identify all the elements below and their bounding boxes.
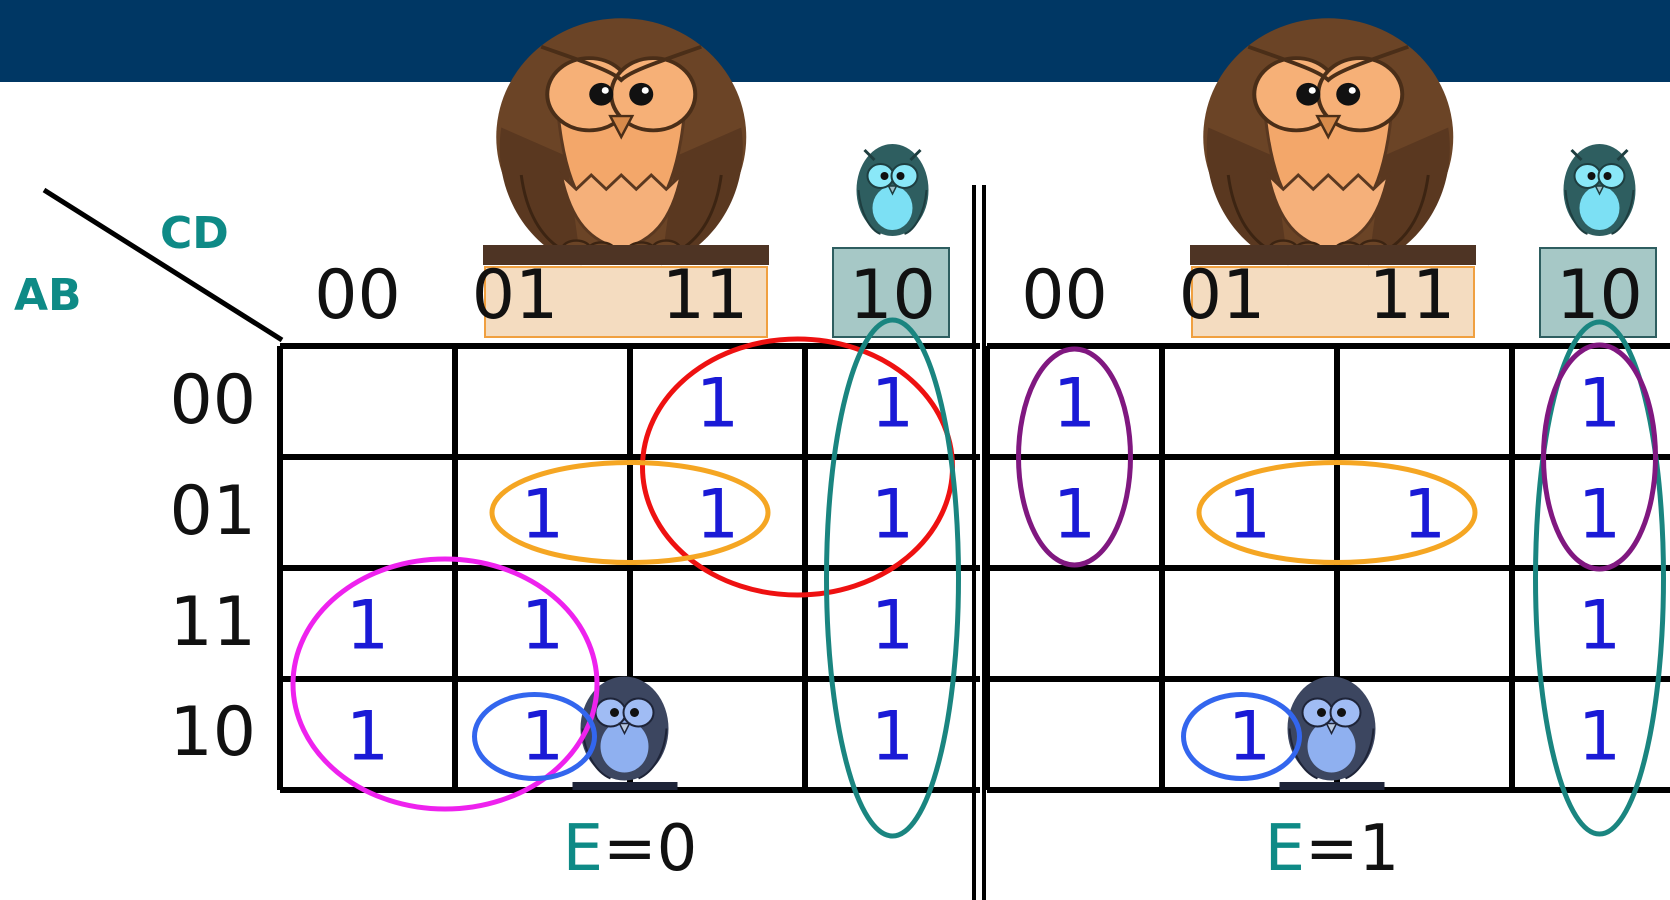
cell-value-r1c1-map1: 1 [1228,476,1271,555]
col-header-01-map0: 01 [472,256,559,335]
col-header-00-map0: 00 [314,256,401,335]
cell-value-r2c3-map1: 1 [1578,587,1621,666]
cell-value-r1c2-map1: 1 [1403,476,1446,555]
cell-value-r1c3-map0: 1 [871,476,914,555]
row-header-11: 11 [169,583,256,662]
blue-owl-perch-1 [1280,782,1385,790]
col-header-01-map1: 01 [1179,256,1266,335]
cell-value-r2c0-map0: 1 [346,587,389,666]
cell-value-r0c3-map1: 1 [1578,365,1621,444]
blue-owl-perch-0 [573,782,678,790]
cell-value-r3c0-map0: 1 [346,698,389,777]
cell-value-r3c3-map0: 1 [871,698,914,777]
big-owl-icon-1 [1203,18,1453,265]
cell-value-r0c2-map0: 1 [696,365,739,444]
row-header-10: 10 [169,693,256,772]
loop-magenta-map0 [293,559,597,809]
cell-value-r2c3-map0: 1 [871,587,914,666]
cell-value-r1c2-map0: 1 [696,476,739,555]
cell-value-r0c0-map1: 1 [1053,365,1096,444]
cell-value-r1c0-map1: 1 [1053,476,1096,555]
big-owl-icon-0 [496,18,746,265]
small-owl-icon-0 [857,144,929,236]
col-variables-label: CD [160,208,229,259]
col-header-11-map1: 11 [1369,256,1456,335]
cell-value-r1c3-map1: 1 [1578,476,1621,555]
cell-value-r3c3-map1: 1 [1578,698,1621,777]
small-owl-icon-1 [1564,144,1636,236]
row-header-00: 00 [169,361,256,440]
col-header-10-map0: 10 [849,256,936,335]
map-caption-0: E=0 [563,812,698,886]
row-header-01: 01 [169,472,256,551]
cell-value-r1c1-map0: 1 [521,476,564,555]
row-variables-label: AB [14,270,82,321]
map-caption-1: E=1 [1265,812,1400,886]
col-header-00-map1: 00 [1021,256,1108,335]
cell-value-r3c1-map1: 1 [1228,698,1271,777]
col-header-11-map0: 11 [662,256,749,335]
